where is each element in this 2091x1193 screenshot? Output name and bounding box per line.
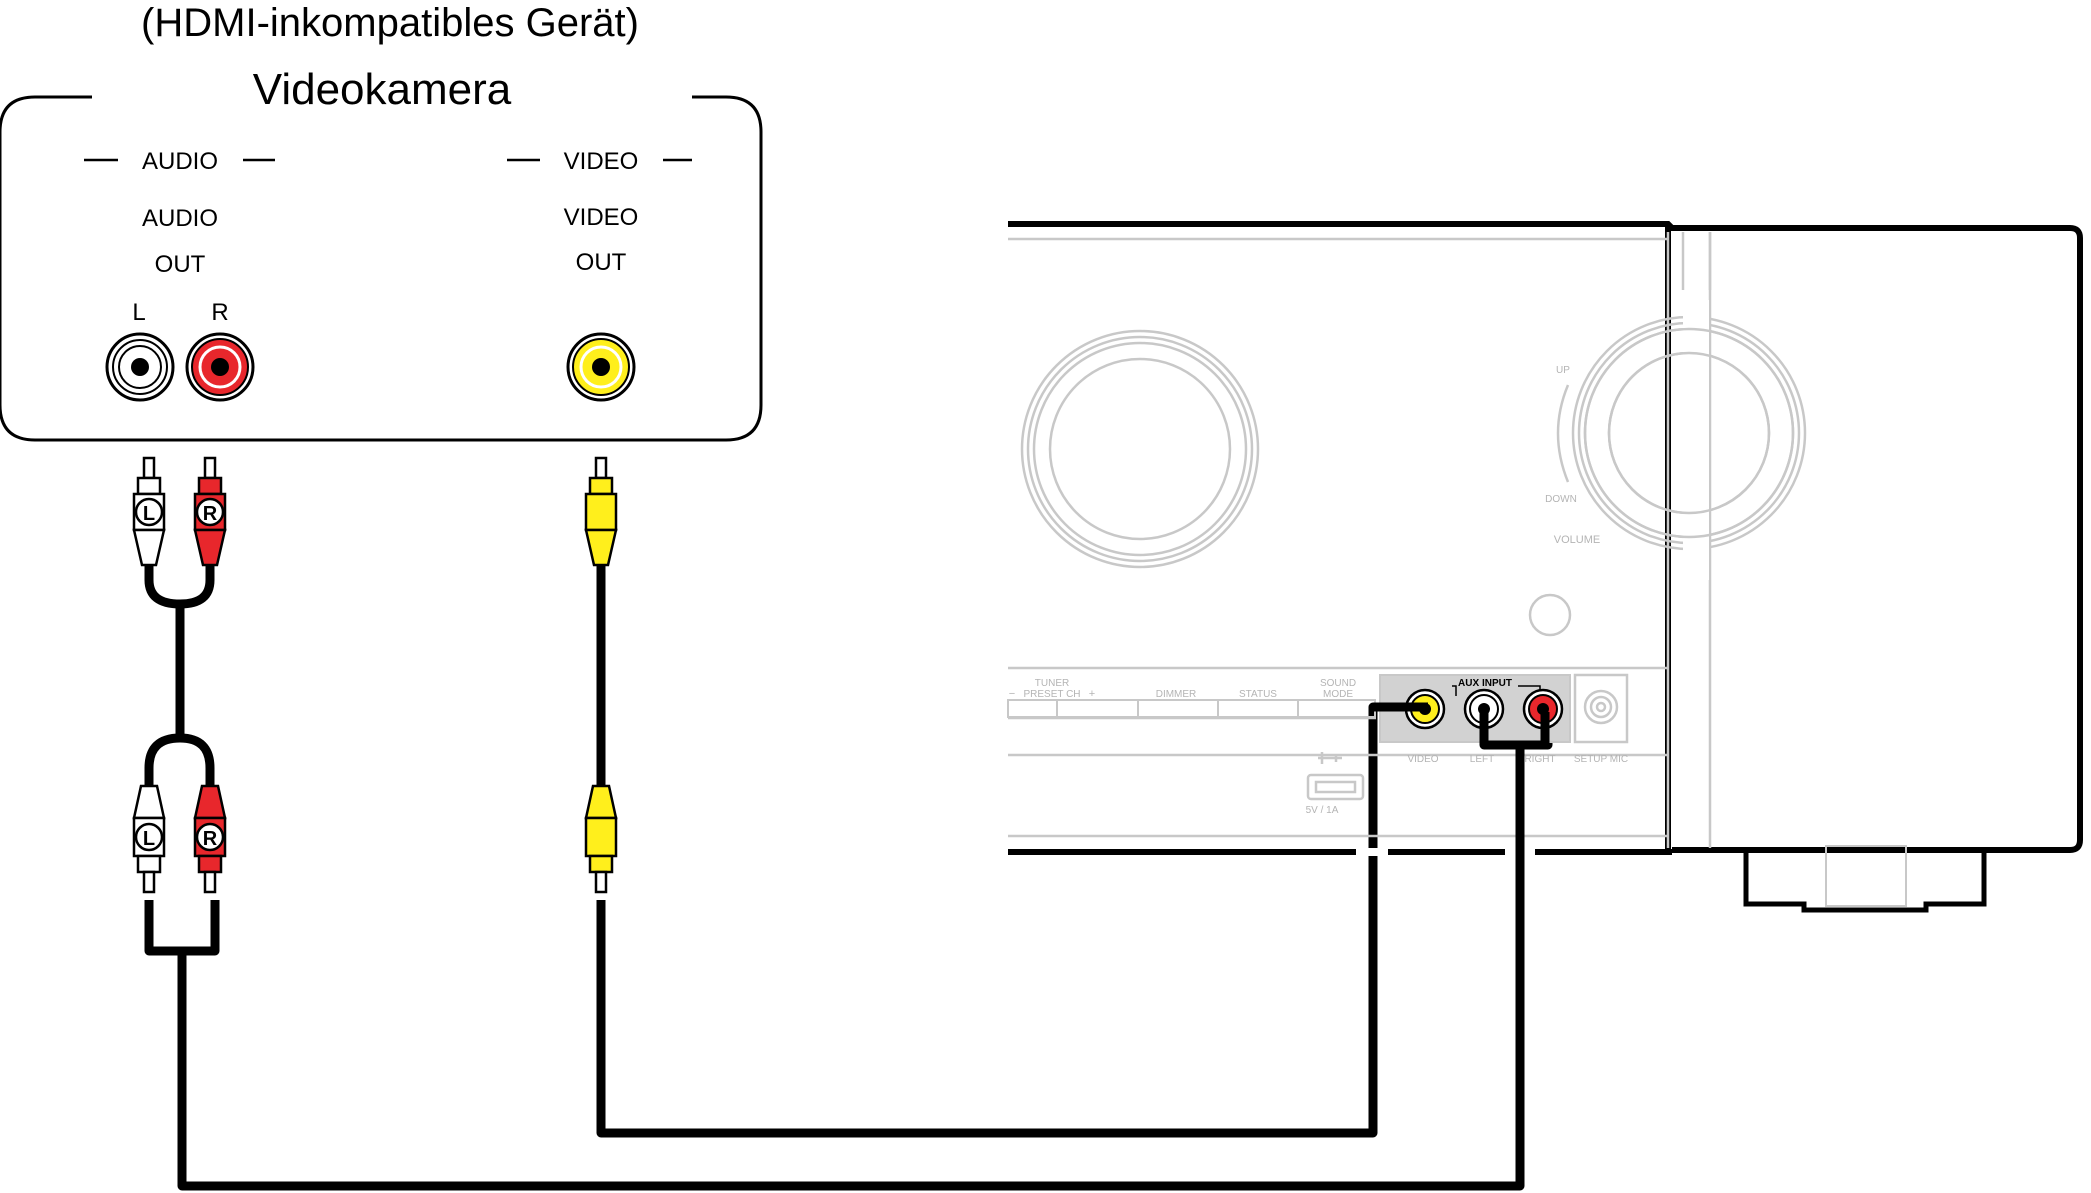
upper-plug-r <box>193 456 227 567</box>
tuner-plus-label: + <box>1089 688 1095 700</box>
upper-plug-l-label: L <box>143 503 155 525</box>
video-cable-run <box>596 702 1433 1138</box>
audio-out-label-line2: OUT <box>155 251 206 278</box>
status-label: STATUS <box>1239 689 1277 700</box>
lower-plug-l <box>132 784 166 894</box>
av-receiver: UP DOWN VOLUME TUNER PRESET CH − + DIMME… <box>1007 221 2083 913</box>
audio-out-r-jack <box>185 332 255 402</box>
volume-down-label: DOWN <box>1545 494 1577 505</box>
power-button <box>1528 593 1572 637</box>
audio-cable-upper-join <box>144 565 215 609</box>
video-out-label-line1: VIDEO <box>564 204 639 231</box>
lower-video-plug <box>584 784 618 894</box>
setup-mic-jack <box>1573 673 1629 744</box>
audio-out-l-jack <box>105 332 175 402</box>
dimmer-label: DIMMER <box>1156 689 1197 700</box>
volume-label: VOLUME <box>1554 534 1600 546</box>
usb-port <box>1306 752 1365 801</box>
video-section-label: VIDEO <box>564 148 639 175</box>
audio-section-label: AUDIO <box>142 148 218 175</box>
audio-cable-lower-join <box>144 733 215 786</box>
upper-plug-r-label: R <box>203 503 218 525</box>
audio-out-label-line1: AUDIO <box>142 205 218 232</box>
device-subtitle: (HDMI-inkompatibles Gerät) <box>141 1 639 45</box>
audio-cable-run <box>177 745 1525 1191</box>
input-selector-knob <box>1020 329 1260 569</box>
sound-mode-label-line2: MODE <box>1323 689 1353 700</box>
aux-input-label: AUX INPUT <box>1458 678 1512 689</box>
tuner-minus-label: − <box>1009 688 1015 700</box>
volume-up-label: UP <box>1556 365 1570 376</box>
jack-l-label: L <box>132 299 145 326</box>
setup-mic-label: SETUP MIC <box>1574 754 1628 765</box>
lower-plug-l-label: L <box>143 828 155 850</box>
video-out-jack <box>566 332 636 402</box>
device-title: Videokamera <box>253 65 512 114</box>
aux-video-label: VIDEO <box>1407 754 1438 765</box>
aux-right-jack <box>1522 688 1564 730</box>
receiver-foot <box>1743 852 1987 913</box>
cables <box>144 565 1553 1191</box>
aux-left-label: LEFT <box>1470 754 1494 765</box>
camcorder-panel-outline <box>0 95 763 442</box>
jack-r-label: R <box>211 299 228 326</box>
aux-cable-ends <box>1373 702 1550 860</box>
tuner-label-line1: TUNER <box>1035 678 1069 689</box>
audio-cable-to-receiver <box>144 900 220 956</box>
video-out-label-line2: OUT <box>576 249 627 276</box>
receiver-foot-center <box>1825 845 1907 907</box>
sound-mode-label-line1: SOUND <box>1320 678 1356 689</box>
aux-right-label: RIGHT <box>1524 754 1555 765</box>
camcorder: (HDMI-inkompatibles Gerät) Videokamera A… <box>0 1 763 442</box>
upper-plug-l <box>132 456 166 567</box>
tuner-label-line2: PRESET CH <box>1023 689 1080 700</box>
upper-video-plug <box>584 456 618 567</box>
lower-plug-r-label: R <box>203 828 218 850</box>
usb-port-label: 5V / 1A <box>1306 805 1339 816</box>
lower-plug-r <box>193 784 227 894</box>
receiver-outline-top <box>1008 221 2083 853</box>
